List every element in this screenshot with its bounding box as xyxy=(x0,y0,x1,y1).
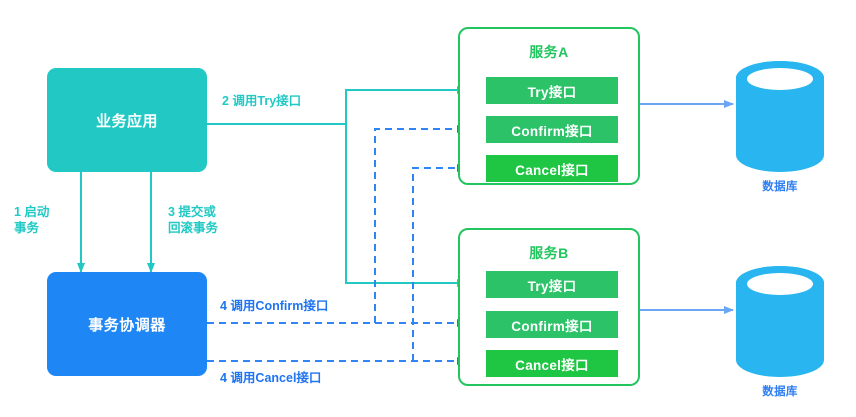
edge-label-start-transaction: 1 启动 事务 xyxy=(14,205,50,235)
edge-label-commit-rollback: 3 提交或 回滚事务 xyxy=(168,205,219,235)
database-a-label: 数据库 xyxy=(762,181,798,193)
edge-call-try-b xyxy=(345,124,467,287)
service-b-title: 服务B xyxy=(529,245,569,261)
database-b-cylinder xyxy=(736,266,824,377)
service-box-b[interactable]: 服务B Try接口 Confirm接口 Cancel接口 xyxy=(458,228,640,386)
edge-label-call-cancel: 4 调用Cancel接口 xyxy=(220,371,322,385)
edge-call-confirm-a xyxy=(374,125,467,323)
node-transaction-coordinator-label: 事务协调器 xyxy=(88,316,166,334)
service-b-try-interface[interactable]: Try接口 xyxy=(486,271,618,298)
service-a-title: 服务A xyxy=(529,44,569,60)
service-box-a[interactable]: 服务A Try接口 Confirm接口 Cancel接口 xyxy=(458,27,640,185)
node-transaction-coordinator[interactable]: 事务协调器 xyxy=(47,272,207,376)
service-a-try-interface[interactable]: Try接口 xyxy=(486,77,618,104)
edge-label-call-confirm: 4 调用Confirm接口 xyxy=(220,299,329,313)
database-b-label: 数据库 xyxy=(762,386,798,398)
database-a-cylinder xyxy=(736,61,824,172)
node-business-app-label: 业务应用 xyxy=(95,112,158,130)
node-business-app[interactable]: 业务应用 xyxy=(47,68,207,172)
edge-label-call-try: 2 调用Try接口 xyxy=(222,94,302,108)
service-b-confirm-interface[interactable]: Confirm接口 xyxy=(486,311,618,338)
service-b-cancel-interface[interactable]: Cancel接口 xyxy=(486,350,618,377)
service-a-confirm-interface[interactable]: Confirm接口 xyxy=(486,116,618,143)
service-a-cancel-interface[interactable]: Cancel接口 xyxy=(486,155,618,182)
